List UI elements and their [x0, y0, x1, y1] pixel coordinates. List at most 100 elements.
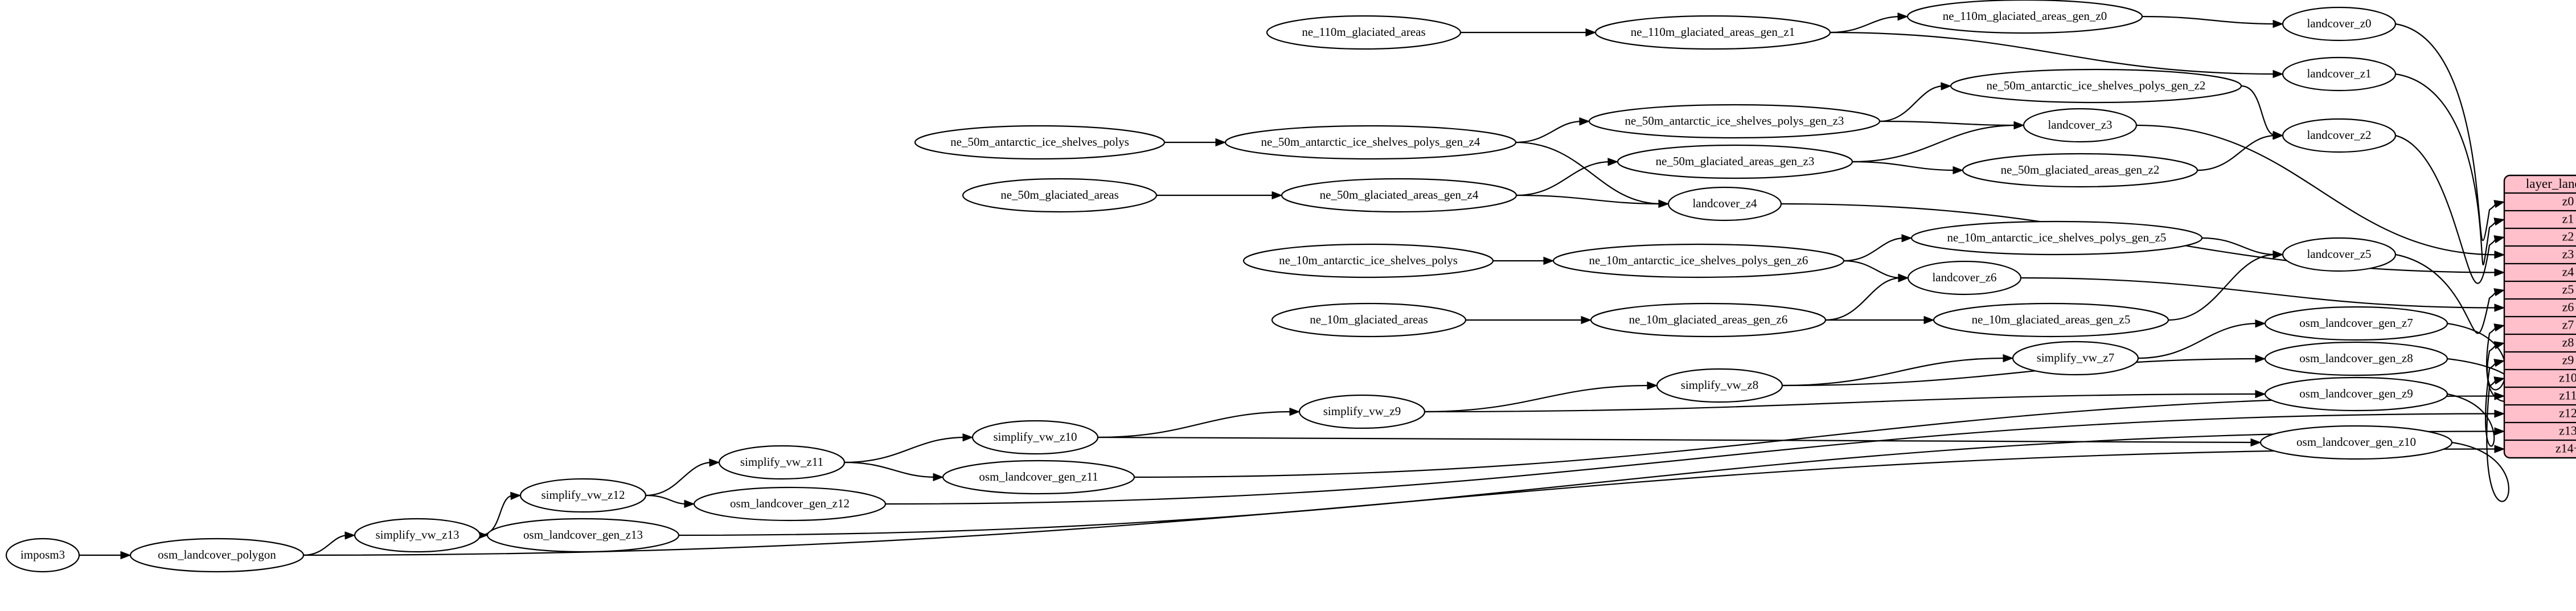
node-osm_landcover_gen_z12[interactable]: osm_landcover_gen_z12: [693, 486, 887, 522]
node-simplify_vw_z8[interactable]: simplify_vw_z8: [1656, 368, 1783, 403]
node-ellipse: [1271, 302, 1467, 338]
node-simplify_vw_z10[interactable]: simplify_vw_z10: [971, 420, 1099, 455]
node-label: landcover_z3: [2048, 118, 2112, 132]
node-osm_landcover_gen_z9[interactable]: osm_landcover_gen_z9: [2264, 376, 2448, 412]
node-label: ne_50m_glaciated_areas: [1000, 188, 1119, 202]
node-landcover_z4[interactable]: landcover_z4: [1667, 186, 1782, 222]
edge-arrowhead: [962, 433, 974, 442]
node-ne_10m_glaciated_areas_gen_z5[interactable]: ne_10m_glaciated_areas_gen_z5: [1933, 302, 2169, 338]
edge-osm_landcover_gen_z7-to-layer_landcover-z7: [2447, 322, 2507, 391]
edge-arrowhead: [2494, 304, 2505, 312]
edge-path: [1782, 357, 2007, 387]
edge-ne_10m_glaciated_areas_gen_z6-to-landcover_z6: [1825, 274, 1909, 321]
node-osm_landcover_gen_z8[interactable]: osm_landcover_gen_z8: [2264, 341, 2448, 376]
node-ne_50m_antarctic_ice_shelves_polys[interactable]: ne_50m_antarctic_ice_shelves_polys: [914, 125, 1166, 160]
node-ellipse: [942, 460, 1135, 495]
edge-path: [303, 534, 348, 556]
node-simplify_vw_z11[interactable]: simplify_vw_z11: [718, 445, 846, 480]
edge-simplify_vw_z12-to-osm_landcover_gen_z12: [645, 494, 695, 509]
record-field-z10[interactable]: z10: [2504, 368, 2576, 385]
node-landcover_z1[interactable]: landcover_z1: [2282, 56, 2397, 92]
node-landcover_z5[interactable]: landcover_z5: [2282, 237, 2397, 272]
node-osm_landcover_polygon[interactable]: osm_landcover_polygon: [129, 538, 305, 573]
node-ne_50m_glaciated_areas[interactable]: ne_50m_glaciated_areas: [962, 178, 1158, 213]
node-ne_50m_glaciated_areas_gen_z3[interactable]: ne_50m_glaciated_areas_gen_z3: [1617, 144, 1853, 179]
node-label: ne_50m_glaciated_areas_gen_z3: [1656, 154, 1815, 168]
node-ellipse: [2259, 425, 2453, 460]
record-field-z9[interactable]: z9: [2504, 351, 2576, 367]
node-ne_50m_glaciated_areas_gen_z2[interactable]: ne_50m_glaciated_areas_gen_z2: [1962, 153, 2198, 188]
node-label: ne_10m_glaciated_areas: [1310, 313, 1428, 326]
node-label: ne_110m_glaciated_areas_gen_z0: [1943, 9, 2107, 23]
edge-path: [1516, 194, 1662, 205]
record-field-label: z3: [2562, 247, 2574, 261]
node-landcover_z3[interactable]: landcover_z3: [2023, 108, 2138, 143]
node-label: osm_landcover_gen_z10: [2296, 435, 2416, 449]
node-ne_50m_antarctic_ice_shelves_polys_gen_z3[interactable]: ne_50m_antarctic_ice_shelves_polys_gen_z…: [1588, 104, 1881, 139]
node-ellipse: [1224, 125, 1517, 160]
edge-path: [645, 461, 713, 497]
record-field-z2[interactable]: z2: [2504, 227, 2576, 244]
node-osm_landcover_gen_z10[interactable]: osm_landcover_gen_z10: [2259, 425, 2453, 460]
node-ne_110m_glaciated_areas_gen_z1[interactable]: ne_110m_glaciated_areas_gen_z1: [1594, 15, 1831, 50]
node-osm_landcover_gen_z11[interactable]: osm_landcover_gen_z11: [942, 460, 1135, 495]
edge-path: [678, 430, 2498, 536]
node-ne_10m_antarctic_ice_shelves_polys_gen_z6[interactable]: ne_10m_antarctic_ice_shelves_polys_gen_z…: [1552, 243, 1845, 278]
node-ne_110m_glaciated_areas[interactable]: ne_110m_glaciated_areas: [1266, 15, 1462, 50]
record-field-z4[interactable]: z4: [2504, 263, 2576, 279]
record-field-z1[interactable]: z1: [2504, 210, 2576, 226]
record-field-label: z12: [2559, 406, 2576, 420]
node-label: osm_landcover_gen_z9: [2299, 387, 2413, 400]
node-ellipse: [2282, 118, 2397, 153]
edge-simplify_vw_z11-to-osm_landcover_gen_z11: [844, 461, 944, 482]
record-field-z11[interactable]: z11: [2504, 386, 2576, 403]
node-label: ne_110m_glaciated_areas: [1302, 25, 1425, 39]
node-ne_50m_antarctic_ice_shelves_polys_gen_z2[interactable]: ne_50m_antarctic_ice_shelves_polys_gen_z…: [1950, 68, 2242, 104]
edge-ne_50m_glaciated_areas-to-ne_50m_glaciated_areas_gen_z4: [1156, 191, 1283, 200]
node-ne_10m_antarctic_ice_shelves_polys_gen_z5[interactable]: ne_10m_antarctic_ice_shelves_polys_gen_z…: [1910, 220, 2203, 256]
record-field-z13[interactable]: z13: [2504, 421, 2576, 438]
node-simplify_vw_z13[interactable]: simplify_vw_z13: [354, 518, 481, 553]
edge-arrowhead: [2273, 19, 2284, 28]
node-landcover_z6[interactable]: landcover_z6: [1907, 260, 2022, 296]
node-landcover_z0[interactable]: landcover_z0: [2282, 6, 2397, 42]
edge-path: [1879, 85, 1945, 122]
node-ellipse: [2282, 6, 2397, 42]
node-ne_10m_antarctic_ice_shelves_polys[interactable]: ne_10m_antarctic_ice_shelves_polys: [1242, 243, 1494, 278]
node-label: simplify_vw_z13: [376, 528, 460, 542]
edge-path: [1516, 161, 1611, 196]
edge-arrowhead: [2493, 323, 2505, 332]
edge-ne_50m_glaciated_areas_gen_z3-to-landcover_z3: [1852, 121, 2025, 163]
record-field-z14p[interactable]: z14+: [2504, 439, 2576, 456]
node-ne_10m_glaciated_areas[interactable]: ne_10m_glaciated_areas: [1271, 302, 1467, 338]
node-osm_landcover_gen_z13[interactable]: osm_landcover_gen_z13: [486, 518, 680, 553]
node-simplify_vw_z7[interactable]: simplify_vw_z7: [2012, 341, 2139, 376]
edge-ne_50m_antarctic_ice_shelves_polys_gen_z3-to-landcover_z3: [1879, 120, 2025, 130]
node-osm_landcover_gen_z7[interactable]: osm_landcover_gen_z7: [2264, 306, 2448, 341]
edge-arrowhead: [2003, 354, 2014, 363]
node-ne_50m_antarctic_ice_shelves_polys_gen_z4[interactable]: ne_50m_antarctic_ice_shelves_polys_gen_z…: [1224, 125, 1517, 160]
record-field-z3[interactable]: z3: [2504, 245, 2576, 261]
node-label: simplify_vw_z12: [542, 488, 625, 502]
record-field-z6[interactable]: z6: [2504, 298, 2576, 314]
node-simplify_vw_z9[interactable]: simplify_vw_z9: [1298, 394, 1426, 429]
record-field-label: z9: [2562, 353, 2574, 367]
node-imposm3[interactable]: imposm3: [5, 538, 80, 573]
record-field-z5[interactable]: z5: [2504, 280, 2576, 297]
record-field-z7[interactable]: z7: [2504, 315, 2576, 332]
node-ne_110m_glaciated_areas_gen_z0[interactable]: ne_110m_glaciated_areas_gen_z0: [1906, 0, 2143, 34]
edge-imposm3-to-osm_landcover_polygon: [79, 551, 132, 560]
edge-ne_10m_antarctic_ice_shelves_polys_gen_z6-to-ne_10m_antarctic_ice_shelves_polys_gen_z5: [1843, 234, 1913, 262]
edge-simplify_vw_z8-to-simplify_vw_z7: [1782, 354, 2014, 387]
node-landcover_z2[interactable]: landcover_z2: [2282, 118, 2397, 153]
node-ne_10m_glaciated_areas_gen_z6[interactable]: ne_10m_glaciated_areas_gen_z6: [1590, 302, 1827, 338]
edge-arrowhead: [2494, 409, 2505, 418]
node-simplify_vw_z12[interactable]: simplify_vw_z12: [519, 478, 647, 513]
record-field-z12[interactable]: z12: [2504, 404, 2576, 420]
record-field-z8[interactable]: z8: [2504, 333, 2576, 350]
edge-path: [844, 461, 937, 478]
edge-arrowhead: [2273, 251, 2284, 259]
node-ellipse: [519, 478, 647, 513]
record-field-z0[interactable]: z0: [2504, 192, 2576, 208]
node-ne_50m_glaciated_areas_gen_z4[interactable]: ne_50m_glaciated_areas_gen_z4: [1281, 178, 1517, 213]
